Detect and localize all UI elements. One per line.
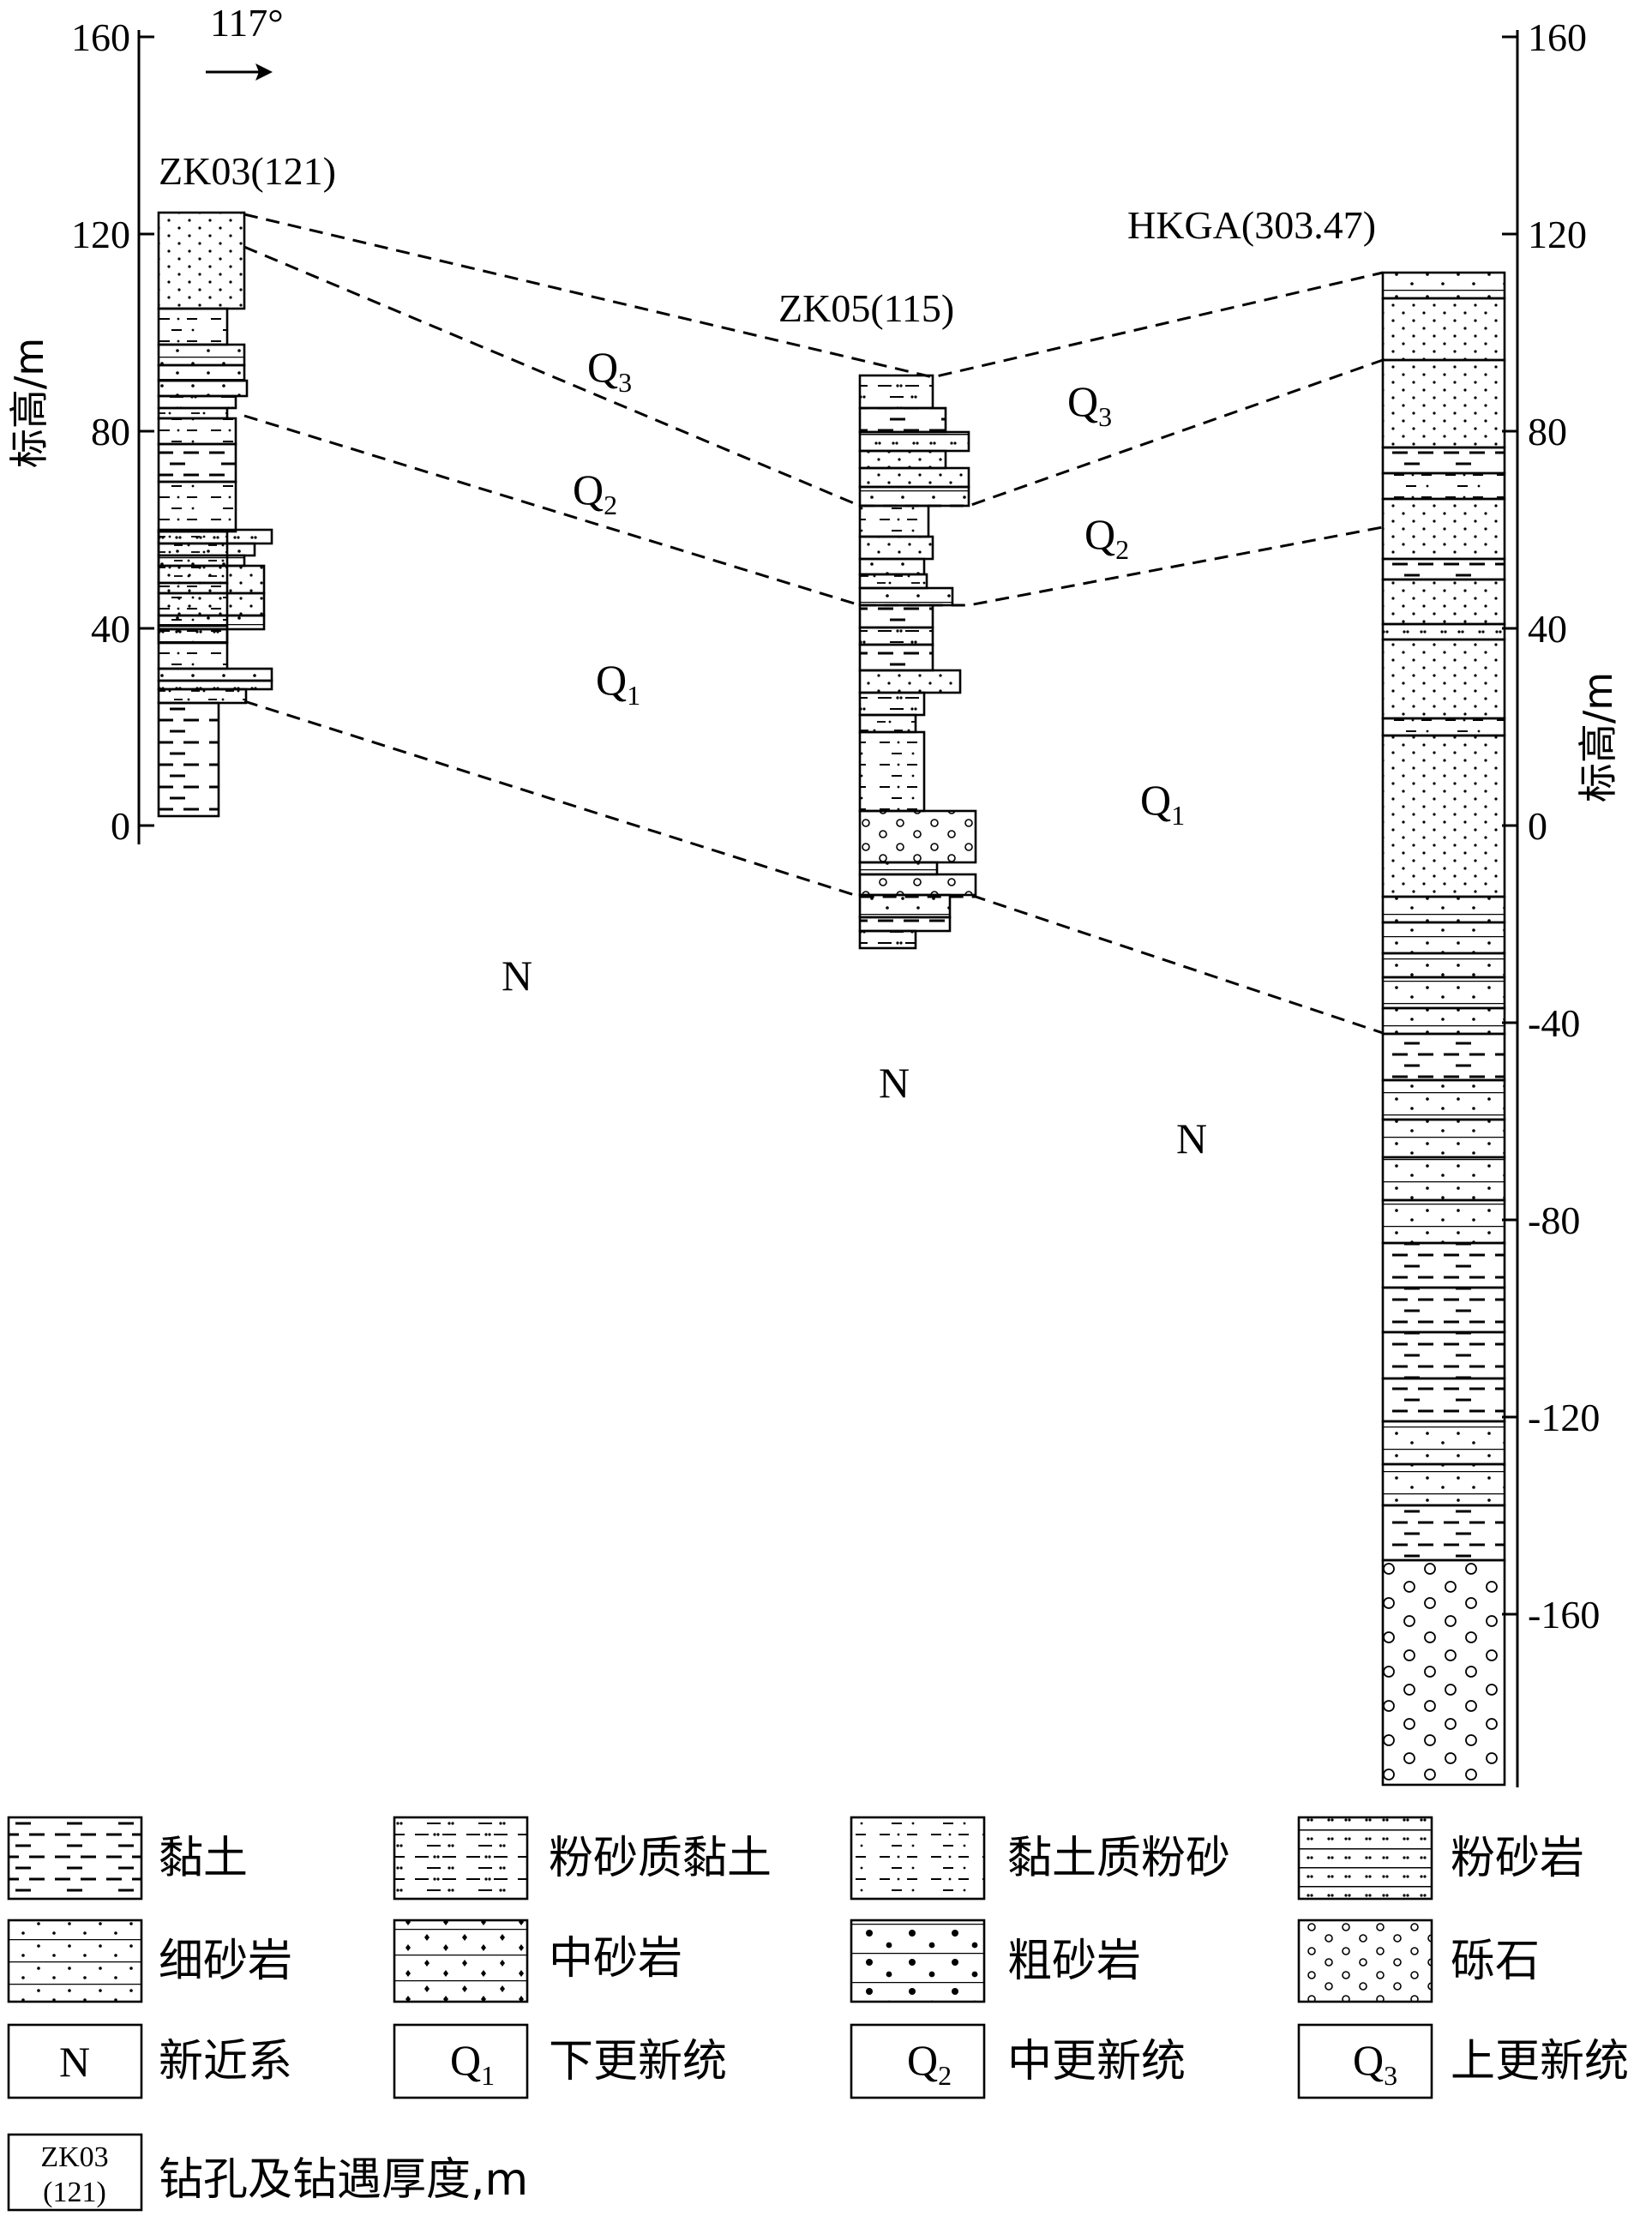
axis-tick-label: -160 bbox=[1528, 1593, 1600, 1636]
arrow-right-icon bbox=[255, 63, 273, 81]
axis-tick-label: 0 bbox=[111, 804, 130, 848]
direction-indicator: 117° bbox=[206, 1, 284, 81]
unit-q3-left: Q3 bbox=[587, 343, 632, 398]
legend-swatch-gravel bbox=[1297, 1919, 1433, 2003]
legend-symbol-borehole-thickness: (121) bbox=[43, 2177, 106, 2208]
axis-tick-label: 120 bbox=[71, 213, 130, 256]
unit-n-right: N bbox=[1176, 1114, 1207, 1162]
borehole-label-hkga: HKGA(303.47) bbox=[1127, 203, 1376, 247]
legend-swatch-q3 bbox=[1297, 2023, 1433, 2099]
unit-q3-right: Q3 bbox=[1067, 377, 1112, 432]
legend-swatch-neogene bbox=[7, 2023, 143, 2099]
legend-label-q1: 下更新统 bbox=[549, 2036, 727, 2087]
correlation-lines bbox=[243, 213, 1384, 1035]
legend-label-siltstone: 粉砂岩 bbox=[1451, 1833, 1584, 1884]
legend-swatch-fine-sandstone bbox=[7, 1919, 143, 2003]
borehole-label-zk03: ZK03(121) bbox=[159, 149, 336, 193]
legend-symbol-borehole-id: ZK03 bbox=[40, 2141, 108, 2173]
axis-tick-label: -80 bbox=[1528, 1198, 1580, 1242]
axis-tick-label: 160 bbox=[1528, 15, 1587, 59]
legend-label-medium-sandstone: 中砂岩 bbox=[549, 1933, 682, 1985]
legend-swatch-clayey-silt bbox=[850, 1816, 986, 1901]
legend-swatch-coarse-sandstone bbox=[850, 1919, 986, 2003]
legend-symbol-n: N bbox=[59, 2038, 90, 2086]
legend-label-neogene: 新近系 bbox=[159, 2036, 292, 2087]
boundary-q3-q2 bbox=[243, 245, 1384, 507]
legend-swatch-borehole bbox=[7, 2133, 143, 2212]
legend-swatch-silty-clay bbox=[393, 1816, 529, 1901]
unit-q1-left: Q1 bbox=[596, 656, 640, 711]
axis-tick-label: -40 bbox=[1528, 1001, 1580, 1045]
legend-swatch-clay bbox=[7, 1816, 143, 1901]
legend-label-silty-clay: 粉砂质黏土 bbox=[549, 1833, 772, 1884]
borehole-column-zk05 bbox=[858, 374, 977, 950]
legend-label-gravel: 砾石 bbox=[1451, 1936, 1540, 1987]
legend bbox=[7, 1816, 1433, 2212]
legend-swatch-medium-sandstone bbox=[393, 1919, 529, 2003]
axis-tick-label: 80 bbox=[1528, 410, 1567, 453]
legend-label-fine-sandstone: 细砂岩 bbox=[159, 1936, 292, 1987]
boundary-q2-q1 bbox=[243, 414, 1384, 607]
left-axis-label: 标高/m bbox=[6, 338, 52, 468]
legend-swatch-q2 bbox=[850, 2023, 986, 2099]
axis-tick-label: 40 bbox=[1528, 607, 1567, 651]
axis-tick-label: 40 bbox=[91, 607, 130, 651]
legend-label-coarse-sandstone: 粗砂岩 bbox=[1007, 1936, 1141, 1987]
legend-swatch-q1 bbox=[393, 2023, 529, 2099]
legend-label-borehole: 钻孔及钻遇厚度,m bbox=[159, 2154, 528, 2206]
unit-n-left: N bbox=[502, 952, 532, 1000]
legend-label-q3: 上更新统 bbox=[1451, 2036, 1629, 2087]
unit-q2-left: Q2 bbox=[573, 465, 617, 520]
axis-tick-label: 160 bbox=[71, 15, 130, 59]
boundary-q1-n bbox=[243, 700, 1384, 1035]
borehole-column-zk03 bbox=[157, 211, 273, 818]
legend-symbol-q2: Q2 bbox=[907, 2036, 952, 2091]
right-axis: 160 120 80 40 0 -40 -80 -120 -160 标高/m bbox=[1502, 15, 1621, 1787]
right-axis-label: 标高/m bbox=[1575, 672, 1621, 802]
legend-swatch-siltstone bbox=[1297, 1816, 1433, 1901]
borehole-column-hkga bbox=[1381, 271, 1506, 1787]
legend-label-q2: 中更新统 bbox=[1007, 2036, 1186, 2087]
legend-label-clay: 黏土 bbox=[159, 1833, 248, 1884]
legend-labels: 黏土 粉砂质黏土 黏土质粉砂 粉砂岩 细砂岩 中砂岩 粗砂岩 砾石 新近系 下更… bbox=[159, 1833, 1629, 2206]
axis-tick-label: 80 bbox=[91, 410, 130, 453]
boundary-top-surface bbox=[243, 213, 1384, 379]
unit-q1-right: Q1 bbox=[1140, 776, 1185, 831]
direction-label: 117° bbox=[210, 1, 284, 45]
unit-n-middle: N bbox=[879, 1059, 910, 1107]
legend-symbol-q3: Q3 bbox=[1353, 2036, 1397, 2091]
left-axis: 160 120 80 40 0 标高/m bbox=[6, 15, 154, 848]
legend-label-clayey-silt: 黏土质粉砂 bbox=[1007, 1833, 1230, 1884]
legend-symbols: N Q1 Q2 Q3 ZK03 (121) bbox=[40, 2036, 1397, 2208]
axis-tick-label: 120 bbox=[1528, 213, 1587, 256]
borehole-label-zk05: ZK05(115) bbox=[778, 286, 954, 330]
axis-tick-label: 0 bbox=[1528, 804, 1547, 848]
unit-q2-right: Q2 bbox=[1084, 510, 1129, 565]
legend-symbol-q1: Q1 bbox=[450, 2036, 495, 2091]
axis-tick-label: -120 bbox=[1528, 1396, 1600, 1439]
